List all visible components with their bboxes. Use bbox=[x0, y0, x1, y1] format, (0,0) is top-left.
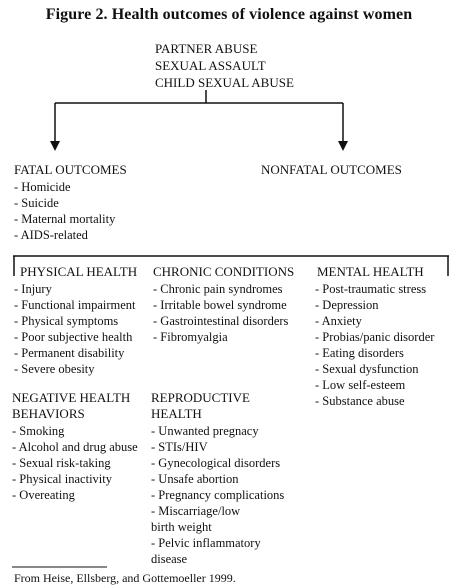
list-item: - Sexual risk-taking bbox=[12, 456, 111, 470]
list-item: disease bbox=[151, 552, 188, 566]
list-item: - Functional impairment bbox=[14, 298, 136, 312]
list-item: - Maternal mortality bbox=[14, 212, 116, 226]
negative-health-heading-line1: NEGATIVE HEALTH bbox=[12, 390, 131, 405]
reproductive-health-heading-line1: REPRODUCTIVE bbox=[151, 390, 250, 405]
list-item: - Physical inactivity bbox=[12, 472, 112, 486]
mental-health-list: - Post-traumatic stress - Depression - A… bbox=[315, 281, 434, 409]
list-item: - Substance abuse bbox=[315, 394, 405, 408]
cause-partner-abuse: PARTNER ABUSE bbox=[155, 41, 258, 56]
list-item: - AIDS-related bbox=[14, 228, 88, 242]
list-item: - Physical symptoms bbox=[14, 314, 119, 328]
negative-health-heading-line2: BEHAVIORS bbox=[12, 406, 85, 421]
list-item: - Probias/panic disorder bbox=[315, 330, 435, 344]
fatal-outcomes-heading: FATAL OUTCOMES bbox=[14, 162, 127, 177]
list-item: - Poor subjective health bbox=[14, 330, 133, 344]
list-item: - Alcohol and drug abuse bbox=[12, 440, 138, 454]
list-item: - Gynecological disorders bbox=[151, 456, 281, 470]
cause-child-sexual-abuse: CHILD SEXUAL ABUSE bbox=[155, 75, 294, 90]
list-item: - Miscarriage/low bbox=[151, 504, 241, 518]
nonfatal-arrowhead-icon bbox=[338, 141, 348, 151]
cause-sexual-assault: SEXUAL ASSAULT bbox=[155, 58, 266, 73]
fatal-arrowhead-icon bbox=[50, 141, 60, 151]
list-item: - Injury bbox=[14, 282, 52, 296]
list-item: - STIs/HIV bbox=[151, 440, 208, 454]
list-item: - Depression bbox=[315, 298, 379, 312]
nonfatal-outcomes-heading: NONFATAL OUTCOMES bbox=[261, 162, 402, 177]
list-item: - Permanent disability bbox=[14, 346, 125, 360]
list-item: - Severe obesity bbox=[14, 362, 95, 376]
fatal-outcomes-list: - Homicide - Suicide - Maternal mortalit… bbox=[14, 179, 115, 243]
list-item: - Unwanted pregnacy bbox=[151, 424, 259, 438]
list-item: - Gastrointestinal disorders bbox=[153, 314, 289, 328]
list-item: - Smoking bbox=[12, 424, 65, 438]
list-item: - Chronic pain syndromes bbox=[153, 282, 283, 296]
list-item: - Fibromyalgia bbox=[153, 330, 228, 344]
list-item: - Pelvic inflammatory bbox=[151, 536, 261, 550]
list-item: - Post-traumatic stress bbox=[315, 282, 427, 296]
list-item: - Low self-esteem bbox=[315, 378, 406, 392]
list-item: - Eating disorders bbox=[315, 346, 404, 360]
causes-block: PARTNER ABUSE SEXUAL ASSAULT CHILD SEXUA… bbox=[155, 40, 294, 91]
list-item: - Suicide bbox=[14, 196, 59, 210]
list-item: - Unsafe abortion bbox=[151, 472, 239, 486]
reproductive-health-heading-line2: HEALTH bbox=[151, 406, 202, 421]
list-item: - Overeating bbox=[12, 488, 75, 502]
figure-title: Figure 2. Health outcomes of violence ag… bbox=[45, 6, 413, 23]
list-item: - Anxiety bbox=[315, 314, 362, 328]
source-citation: From Heise, Ellsberg, and Gottemoeller 1… bbox=[14, 571, 236, 585]
reproductive-health-list: - Unwanted pregnacy - STIs/HIV - Gynecol… bbox=[151, 423, 284, 567]
mental-health-heading: MENTAL HEALTH bbox=[317, 264, 424, 279]
physical-health-list: - Injury - Functional impairment - Physi… bbox=[14, 281, 136, 377]
list-item: - Sexual dysfunction bbox=[315, 362, 419, 376]
list-item: - Irritable bowel syndrome bbox=[153, 298, 287, 312]
negative-health-behaviors-list: - Smoking - Alcohol and drug abuse - Sex… bbox=[12, 423, 138, 503]
chronic-conditions-list: - Chronic pain syndromes - Irritable bow… bbox=[153, 281, 288, 345]
chronic-conditions-heading: CHRONIC CONDITIONS bbox=[153, 264, 295, 279]
physical-health-heading: PHYSICAL HEALTH bbox=[20, 264, 138, 279]
list-item: - Homicide bbox=[14, 180, 71, 194]
list-item: - Pregnancy complications bbox=[151, 488, 285, 502]
list-item: birth weight bbox=[151, 520, 212, 534]
